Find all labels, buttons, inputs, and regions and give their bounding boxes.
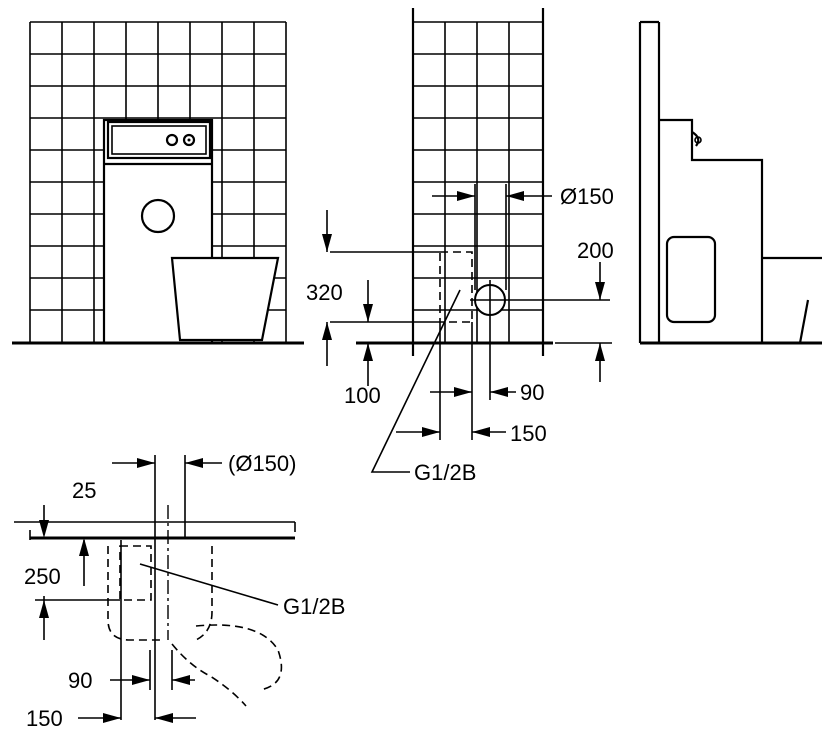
- dim-thickness-25: 25: [72, 478, 96, 503]
- dim-offset-150-plan: 150: [26, 706, 63, 731]
- dim-offset-90: 90: [520, 380, 544, 405]
- side-access-panel: [665, 235, 717, 324]
- dim-height-100: 100: [344, 383, 381, 408]
- valve-knob-right: [182, 133, 196, 147]
- front-elevation-view: [12, 21, 304, 345]
- connection-label-g12b-plan: G1/2B: [283, 594, 345, 619]
- dim-height-320: 320: [306, 280, 343, 305]
- connection-box-dashed: [439, 251, 473, 323]
- dim-offset-90-plan: 90: [68, 668, 92, 693]
- cistern-top-inner: [111, 125, 207, 155]
- dim-height-200: 200: [577, 238, 614, 263]
- toilet-pan: [170, 256, 280, 342]
- dimension-arrows-plan: [39, 458, 203, 723]
- connection-box-plan: [119, 545, 152, 601]
- pipe-outlet-circle: [140, 198, 176, 234]
- dimension-arrows-middle: [322, 191, 605, 437]
- dim-diameter-150-plan: (Ø150): [228, 451, 296, 476]
- dim-offset-150: 150: [510, 421, 547, 446]
- connection-label-g12b: G1/2B: [414, 460, 476, 485]
- tile-wall-middle: [413, 21, 543, 343]
- section-elevation-view: Ø150 200 320 100 90 150 G1/2B: [306, 8, 614, 485]
- dim-diameter-150: Ø150: [560, 184, 614, 209]
- plan-view: (Ø150) 25 250 G1/2B 90 150: [14, 451, 345, 731]
- valve-knob-left: [165, 133, 179, 147]
- dim-depth-250: 250: [24, 564, 61, 589]
- side-elevation-view: [638, 20, 822, 345]
